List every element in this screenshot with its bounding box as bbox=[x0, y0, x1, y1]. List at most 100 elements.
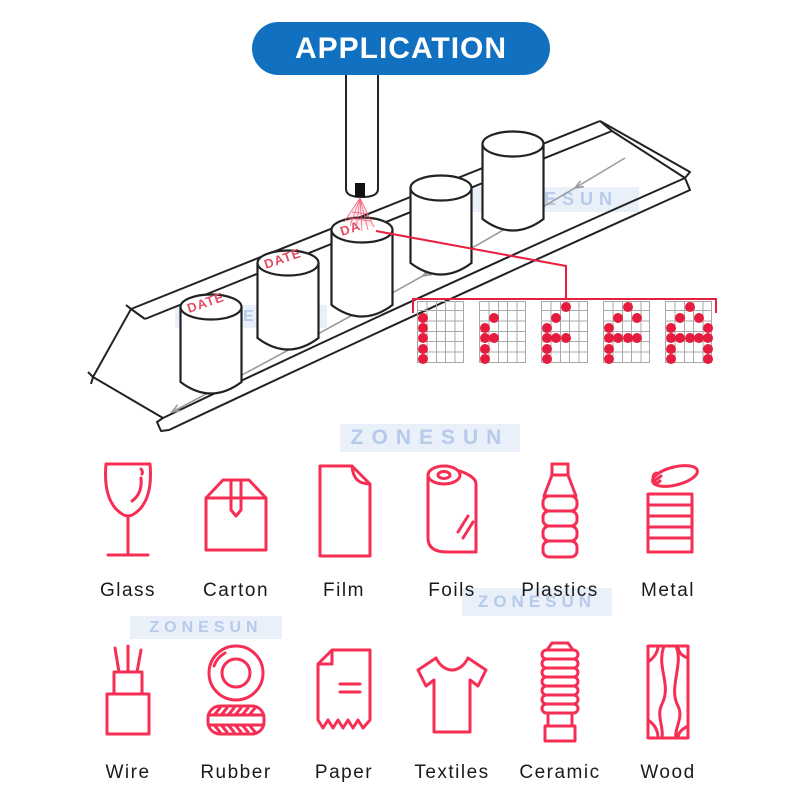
ink-dot bbox=[479, 343, 490, 354]
ink-dot bbox=[541, 354, 552, 365]
ink-dot bbox=[541, 333, 552, 344]
dot-grid bbox=[665, 301, 714, 365]
conveyor-platform bbox=[87, 120, 691, 432]
ink-dot bbox=[479, 323, 490, 333]
ink-dot bbox=[622, 333, 633, 344]
ink-dot bbox=[675, 312, 686, 323]
t-shirt-icon bbox=[416, 656, 488, 734]
material-label: Rubber bbox=[200, 762, 272, 783]
carton-box-icon bbox=[204, 478, 268, 552]
ink-dot bbox=[631, 333, 642, 344]
watermark: ZONESUN bbox=[340, 424, 520, 452]
ink-dot bbox=[551, 312, 562, 323]
ink-dot bbox=[631, 312, 642, 323]
foil-roll-icon bbox=[426, 464, 478, 554]
ink-dot bbox=[703, 323, 714, 333]
printing-illustration: DATE DATE DA bbox=[87, 73, 717, 432]
material-label: Metal bbox=[641, 580, 695, 601]
material-film: Film bbox=[290, 452, 398, 602]
material-label: Plastics bbox=[521, 580, 599, 601]
ink-dot bbox=[622, 302, 633, 313]
cable-icon bbox=[105, 644, 151, 736]
material-label: Wire bbox=[105, 762, 151, 783]
application-banner: APPLICATION bbox=[252, 22, 550, 75]
dot-grid bbox=[603, 301, 650, 365]
wood-plank-icon bbox=[646, 644, 690, 740]
material-label: Glass bbox=[99, 580, 157, 601]
watermark: ZONESUN bbox=[462, 588, 612, 616]
ink-dot bbox=[541, 323, 552, 333]
material-wire: Wire bbox=[74, 634, 182, 784]
dot-matrix-preview bbox=[417, 301, 714, 365]
ink-dot bbox=[684, 302, 695, 313]
ceramic-insulator-icon bbox=[540, 641, 580, 743]
ink-dot bbox=[684, 333, 695, 344]
ink-dot bbox=[541, 343, 552, 354]
material-label: Carton bbox=[202, 580, 270, 601]
ink-dot bbox=[417, 312, 428, 323]
ink-dot bbox=[603, 333, 614, 344]
ink-dot bbox=[417, 343, 428, 354]
ink-dot bbox=[417, 333, 428, 344]
plastic-bottle-icon bbox=[541, 462, 579, 559]
ink-dot bbox=[479, 354, 490, 365]
material-label: Foils bbox=[428, 580, 476, 601]
material-paper: Paper bbox=[290, 634, 398, 784]
inkjet-nozzle bbox=[345, 73, 379, 199]
tire-icon bbox=[206, 644, 266, 736]
container-can-blank bbox=[409, 174, 473, 276]
material-ceramic: Ceramic bbox=[506, 634, 614, 784]
ink-dot bbox=[603, 323, 614, 333]
dot-grid bbox=[417, 301, 464, 365]
ink-dot bbox=[703, 343, 714, 354]
wine-glass-icon bbox=[104, 462, 152, 557]
ink-dot bbox=[665, 333, 676, 344]
material-rubber: Rubber bbox=[182, 634, 290, 784]
nozzle-tip bbox=[355, 183, 365, 197]
ink-dot bbox=[693, 312, 704, 323]
ink-dot bbox=[489, 333, 500, 344]
container-can-printed bbox=[256, 249, 320, 351]
ink-dot bbox=[675, 333, 686, 344]
ink-dot bbox=[417, 354, 428, 365]
ink-dot bbox=[703, 354, 714, 365]
ink-dot bbox=[603, 354, 614, 365]
dot-grid bbox=[541, 301, 588, 365]
dot-grid bbox=[479, 301, 526, 365]
container-can-printing bbox=[330, 216, 394, 318]
materials-grid: Glass Carton Film Foils bbox=[74, 452, 722, 784]
container-can-blank bbox=[481, 130, 545, 232]
material-label: Paper bbox=[314, 762, 374, 783]
ink-dot bbox=[603, 343, 614, 354]
material-label: Textiles bbox=[414, 762, 490, 783]
material-label: Ceramic bbox=[519, 762, 601, 783]
material-label: Film bbox=[323, 580, 365, 601]
material-foils: Foils bbox=[398, 452, 506, 602]
material-glass: Glass bbox=[74, 452, 182, 602]
ink-dot bbox=[489, 312, 500, 323]
receipt-icon bbox=[316, 648, 372, 730]
material-wood: Wood bbox=[614, 634, 722, 784]
material-plastics: Plastics bbox=[506, 452, 614, 602]
ink-dot bbox=[665, 323, 676, 333]
ink-dot bbox=[417, 323, 428, 333]
ink-spray bbox=[343, 197, 375, 232]
ink-dot bbox=[703, 333, 714, 344]
ink-dot bbox=[560, 302, 571, 313]
ink-dot bbox=[665, 354, 676, 365]
ink-dot bbox=[693, 333, 704, 344]
tin-can-icon bbox=[646, 464, 699, 554]
ink-dot bbox=[479, 333, 490, 344]
ink-dot bbox=[613, 312, 624, 323]
print-detail-callout bbox=[375, 230, 717, 313]
material-label: Wood bbox=[640, 762, 696, 783]
watermark: ZONESUN bbox=[130, 616, 282, 639]
ink-dot bbox=[551, 333, 562, 344]
ink-dot bbox=[560, 333, 571, 344]
container-can-printed bbox=[179, 293, 243, 395]
material-textiles: Textiles bbox=[398, 634, 506, 784]
material-metal: Metal bbox=[614, 452, 722, 602]
ink-dot bbox=[665, 343, 676, 354]
film-sheet-icon bbox=[318, 464, 372, 558]
